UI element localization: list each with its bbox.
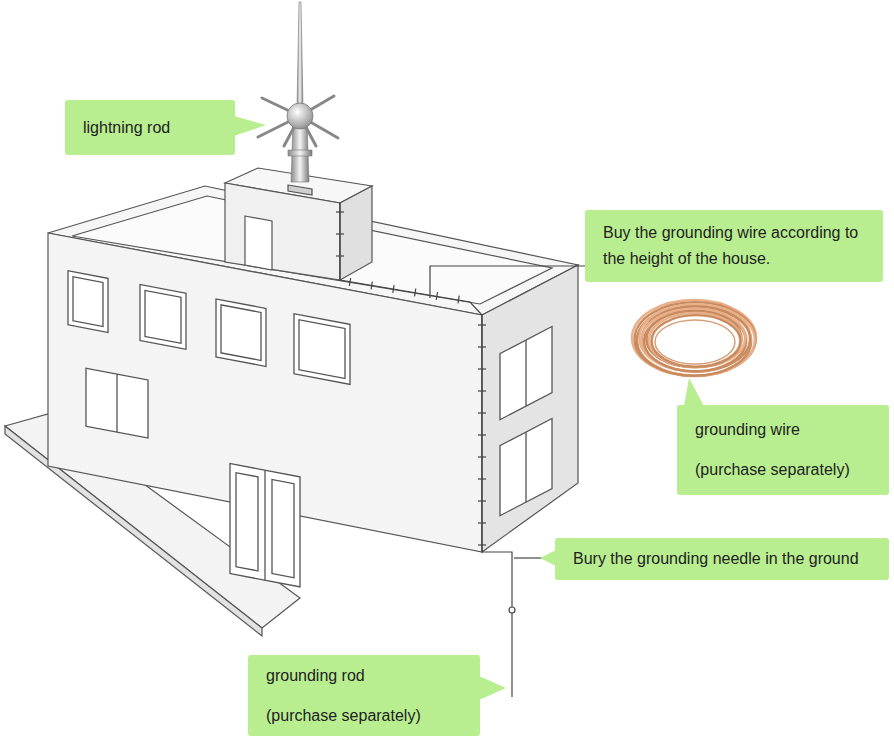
wire-tick	[478, 500, 486, 501]
wire-tick	[371, 282, 372, 290]
callout-text: Buy the grounding wire according to the …	[603, 220, 865, 271]
building-walls	[48, 233, 578, 552]
coil-winding	[642, 309, 747, 372]
wire-tick	[393, 285, 394, 293]
lightning-rod-drawing	[258, 2, 338, 182]
coil-winding	[632, 300, 756, 376]
wire-tick	[478, 522, 486, 523]
side-windows	[500, 327, 552, 516]
wire-tick	[415, 289, 416, 297]
coil-winding	[647, 309, 745, 367]
down-conductor	[336, 203, 512, 607]
callout-text: lightning rod	[83, 115, 217, 141]
roof-stair-house	[225, 168, 372, 280]
wire-tick	[349, 278, 350, 286]
wire-tick	[458, 296, 459, 304]
front-windows	[68, 271, 350, 597]
coil-winding	[642, 307, 750, 372]
callout-box: Buy the grounding wire according to the …	[585, 210, 883, 282]
coil-winding	[635, 302, 756, 376]
leader-lines	[430, 266, 585, 558]
wire-tick	[478, 346, 486, 347]
wire-tick	[436, 292, 437, 300]
coil-center	[655, 320, 735, 364]
callout-text: (purchase separately)	[695, 457, 871, 483]
callout-box: grounding rod (purchase separately)	[248, 655, 480, 736]
wire-tick	[478, 368, 486, 369]
callout-box: lightning rod	[65, 100, 235, 155]
coil-winding	[644, 311, 746, 372]
wire-tick	[478, 456, 486, 457]
callout-box: Bury the grounding needle in the ground	[555, 538, 889, 580]
callout-text: Bury the grounding needle in the ground	[573, 546, 871, 572]
callout-text: grounding wire	[695, 417, 871, 443]
wire-tick	[478, 324, 486, 325]
callout-text: grounding rod	[266, 663, 462, 689]
wire-tick	[478, 478, 486, 479]
wire-tick	[478, 434, 486, 435]
wire-tick	[478, 412, 486, 413]
wire-tick	[478, 544, 486, 545]
wire-tick	[336, 211, 344, 212]
coil-winding	[652, 315, 741, 367]
callout-text: (purchase separately)	[266, 703, 462, 729]
callout-pointers	[234, 116, 704, 700]
ground-rod-drawing	[509, 607, 515, 697]
wire-tick	[336, 233, 344, 234]
callout-box: grounding wire (purchase separately)	[677, 405, 889, 495]
coil-winding	[639, 304, 750, 371]
copper-wire-coil	[632, 300, 756, 376]
coil-winding	[649, 313, 741, 367]
wire-tick	[336, 255, 344, 256]
wire-tick	[478, 390, 486, 391]
coil-winding	[646, 311, 741, 367]
coil-winding	[637, 304, 755, 376]
